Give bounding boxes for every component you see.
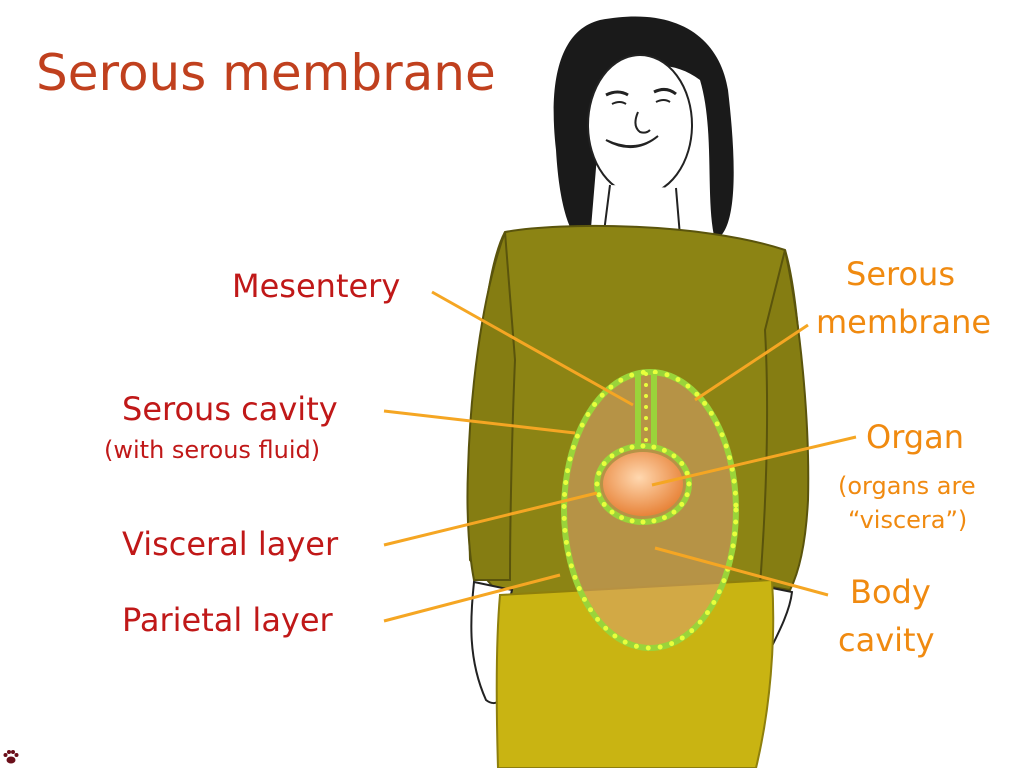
hair bbox=[553, 16, 734, 242]
label-body-cavity-line1: Body bbox=[850, 573, 931, 611]
mesentery-stalk bbox=[635, 374, 657, 448]
organ-shape bbox=[603, 452, 683, 516]
label-organ-note-line2: “viscera”) bbox=[848, 506, 968, 534]
label-organ: Organ bbox=[866, 418, 964, 456]
label-body-cavity-line2: cavity bbox=[838, 621, 935, 659]
label-mesentery: Mesentery bbox=[232, 267, 401, 305]
label-serous-cavity: Serous cavity bbox=[122, 390, 338, 428]
label-serous-membrane-line1: Serous bbox=[846, 255, 955, 293]
label-parietal-layer: Parietal layer bbox=[122, 601, 333, 639]
label-visceral-layer: Visceral layer bbox=[122, 525, 339, 563]
label-serous-cavity-note: (with serous fluid) bbox=[104, 436, 321, 464]
label-serous-membrane-line2: membrane bbox=[816, 303, 992, 341]
paw-icon bbox=[3, 750, 19, 764]
skirt bbox=[495, 578, 775, 768]
face bbox=[587, 54, 693, 196]
page-title: Serous membrane bbox=[36, 44, 496, 102]
label-organ-note-line1: (organs are bbox=[838, 472, 976, 500]
leader-lines bbox=[383, 290, 857, 623]
